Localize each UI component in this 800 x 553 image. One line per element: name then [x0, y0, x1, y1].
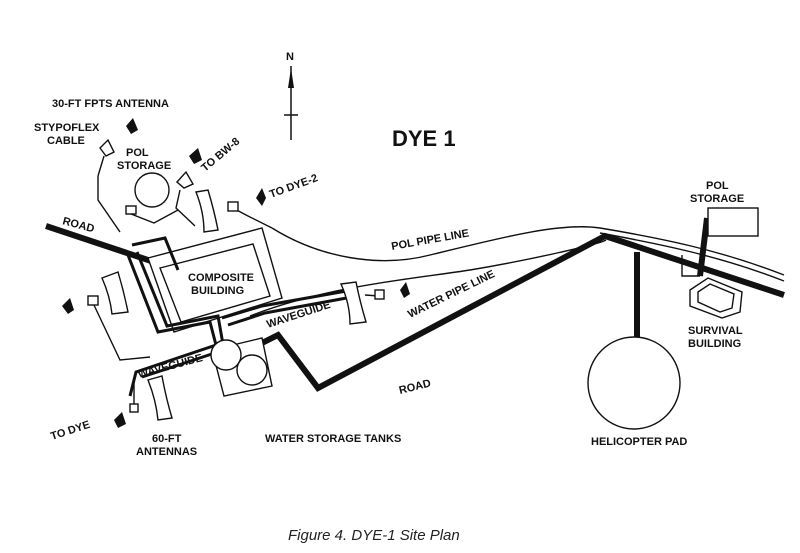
- pol-storage-right-label-2: STORAGE: [690, 193, 744, 205]
- north-label: N: [286, 51, 294, 63]
- dish-antenna-east: [339, 281, 367, 325]
- survival-building-label-2: BUILDING: [688, 338, 741, 350]
- antenna-boxes: [87, 201, 385, 413]
- helicopter-pad-label: HELICOPTER PAD: [591, 436, 687, 448]
- to-dye-label: TO DYE: [49, 419, 91, 443]
- pol-storage-left: [125, 172, 170, 215]
- pol-storage-left-label-1: POL: [126, 147, 149, 159]
- to-dye2-label: TO DYE-2: [268, 172, 320, 201]
- road-to-pol-storage: [697, 217, 710, 277]
- dish-antenna-south: [147, 375, 173, 421]
- pol-storage-right: [707, 207, 759, 237]
- survival-building-label-1: SURVIVAL: [688, 325, 743, 337]
- composite-building: [147, 227, 283, 333]
- diagram-title: DYE 1: [392, 126, 456, 151]
- water-pipe-line-label: WATER PIPE LINE: [406, 268, 497, 320]
- direction-arrows: [62, 118, 410, 428]
- survival-building: [681, 255, 743, 319]
- fpts-antenna-icon: [99, 138, 194, 189]
- antennas-60ft-label-1: 60-FT: [152, 433, 182, 445]
- helicopter-pad: [587, 336, 681, 430]
- dish-antenna-north: [195, 189, 219, 233]
- antennas-60ft-label-2: ANTENNAS: [136, 446, 197, 458]
- stypoflex-cable: [97, 155, 121, 233]
- stypoflex-label-2: CABLE: [47, 135, 85, 147]
- road-main: [256, 232, 785, 392]
- dish-antenna-west: [101, 271, 129, 315]
- fpts-antenna-label: 30-FT FPTS ANTENNA: [52, 98, 169, 110]
- to-bw8-label: TO BW-8: [199, 136, 242, 175]
- pol-storage-right-label-1: POL: [706, 180, 729, 192]
- composite-building-label-1: COMPOSITE: [188, 272, 254, 284]
- water-storage-tanks: [210, 337, 273, 397]
- pol-pipe-line: [271, 226, 785, 282]
- stypoflex-label-1: STYPOFLEX: [34, 122, 100, 134]
- figure-caption: Figure 4. DYE-1 Site Plan: [288, 527, 460, 544]
- north-arrow: [284, 66, 298, 140]
- pol-storage-left-label-2: STORAGE: [117, 160, 171, 172]
- road-lower-label: ROAD: [398, 377, 432, 396]
- waveguide-lower-label: WAVEGUIDE: [137, 352, 204, 381]
- water-storage-tanks-label: WATER STORAGE TANKS: [265, 433, 401, 445]
- pol-pipe-line-label: POL PIPE LINE: [390, 227, 470, 252]
- waveguide-lines: [126, 236, 353, 397]
- composite-building-label-2: BUILDING: [191, 285, 244, 297]
